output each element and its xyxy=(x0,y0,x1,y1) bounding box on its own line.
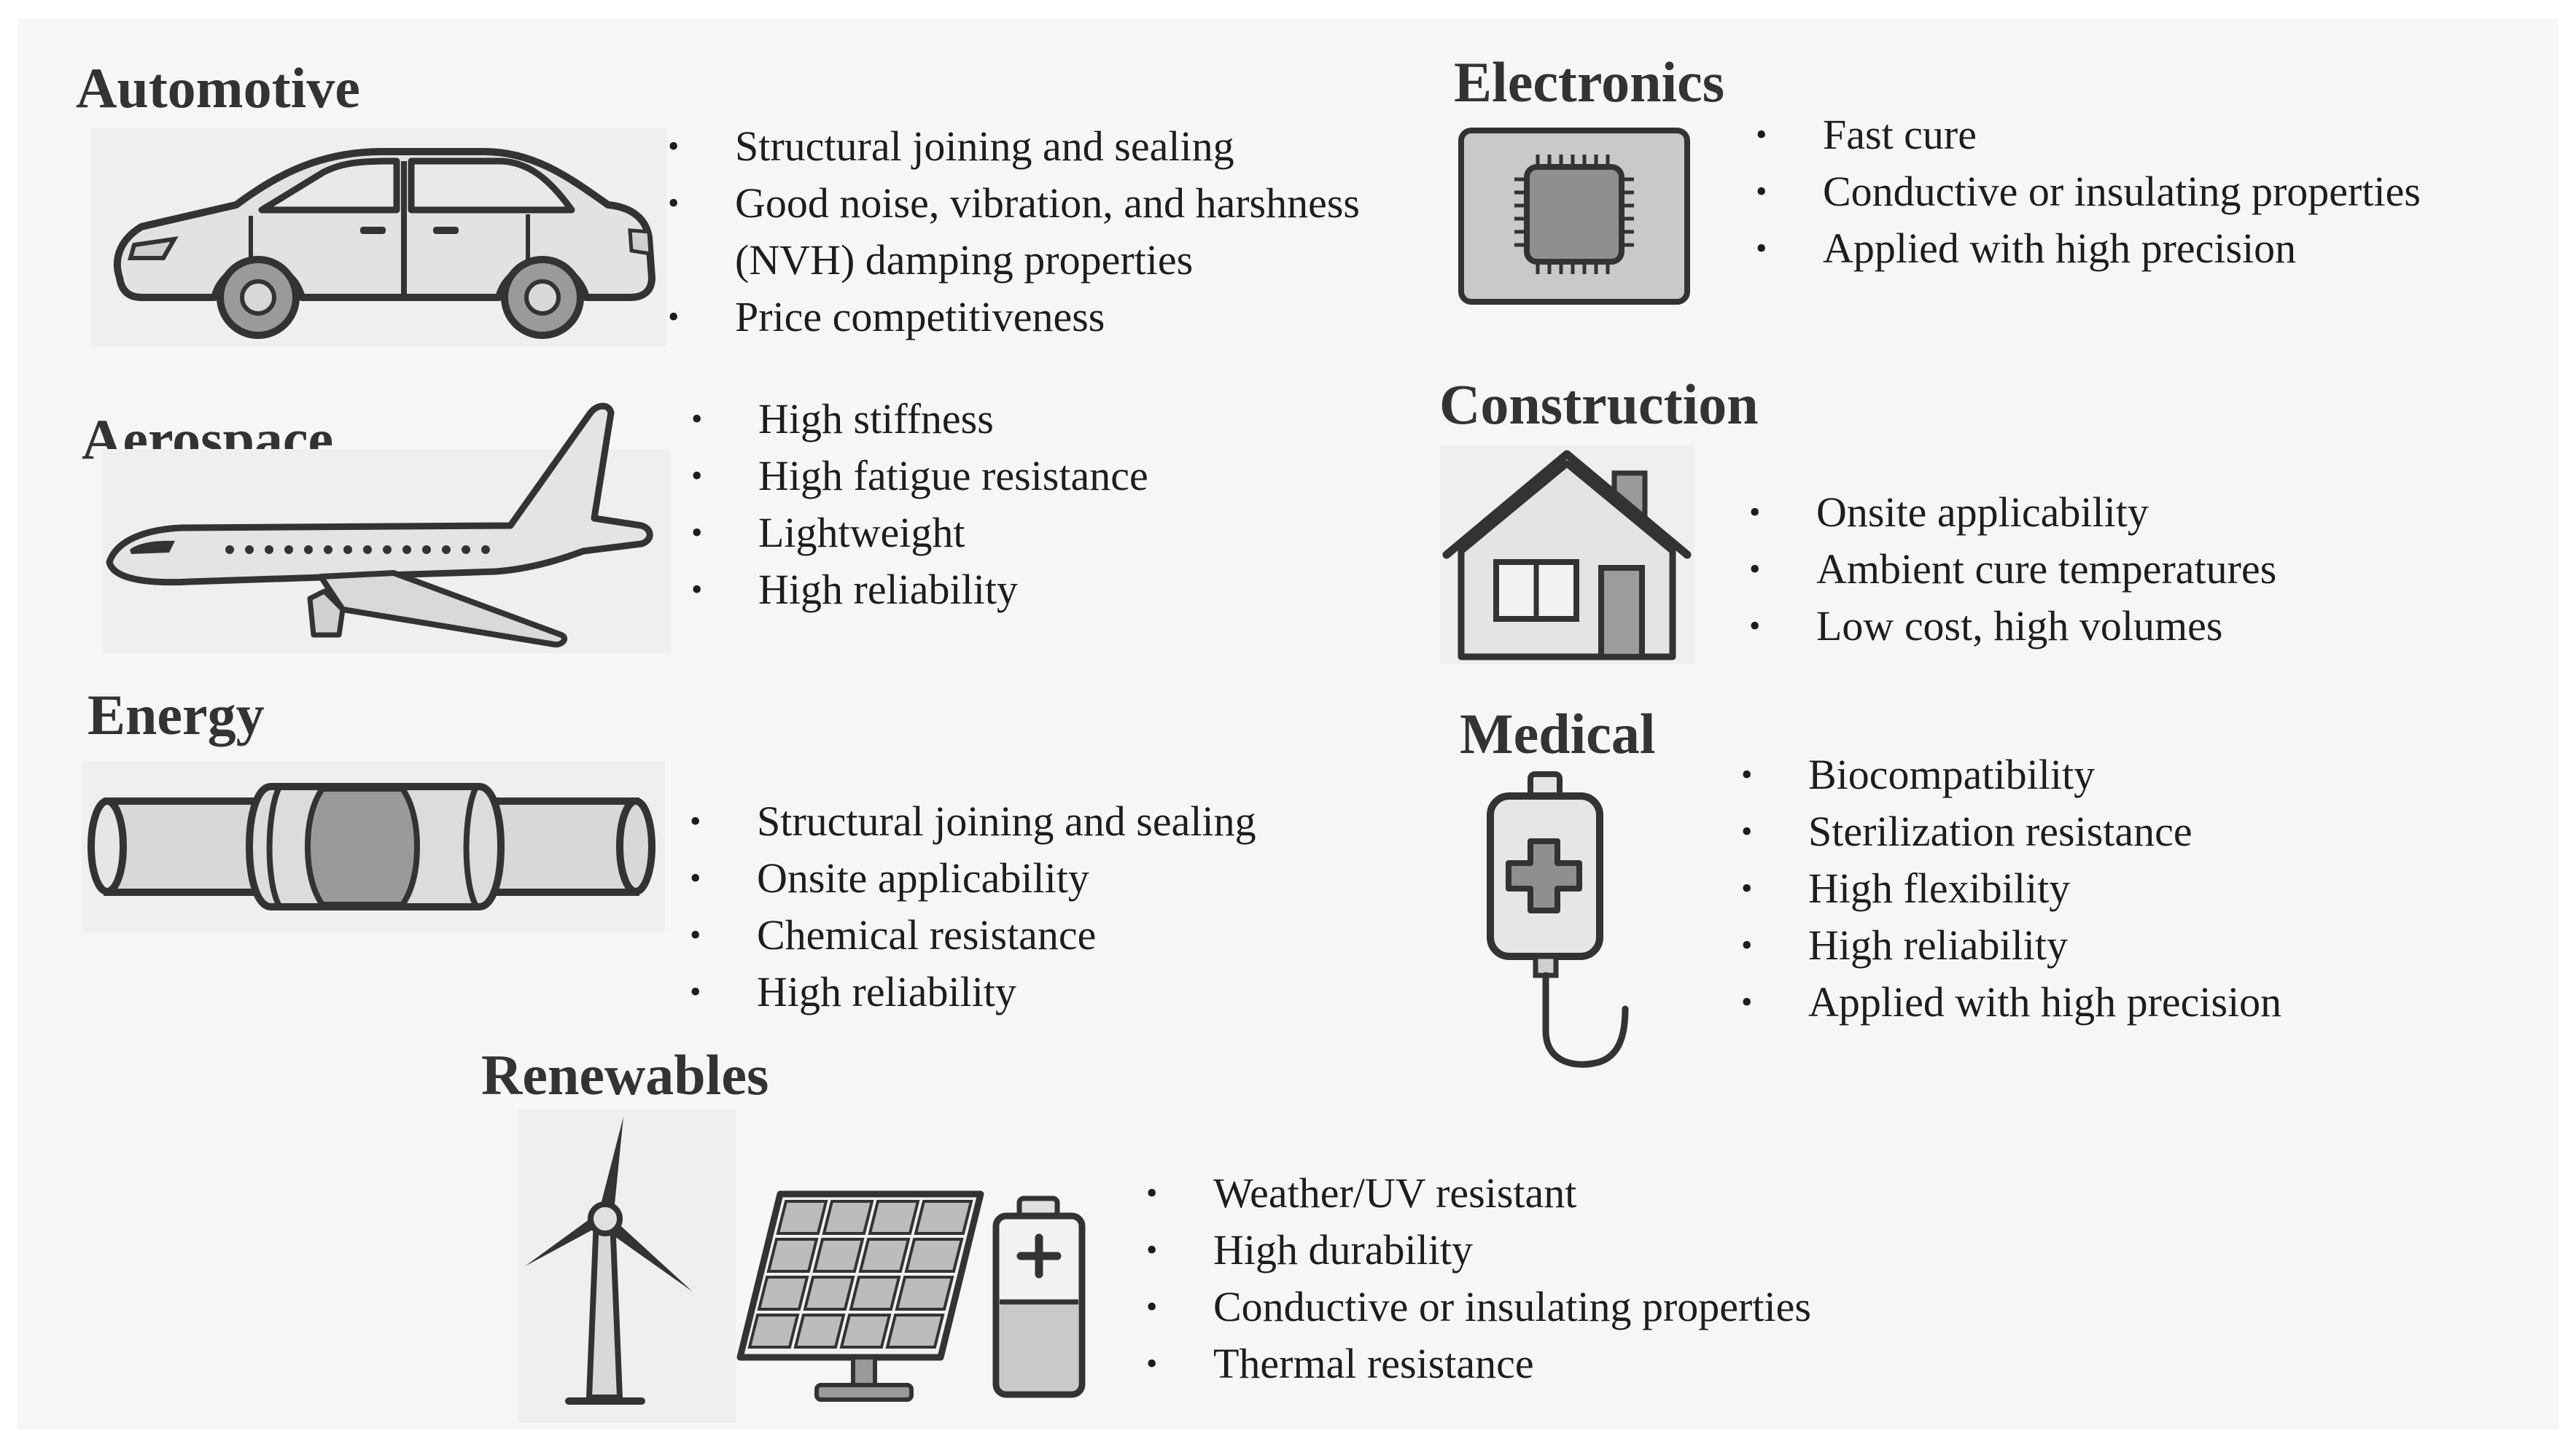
list-item: Ambient cure temperatures xyxy=(1749,541,2276,598)
renewables-title: Renewables xyxy=(481,1043,769,1107)
house-icon xyxy=(1439,445,1694,664)
car-icon xyxy=(90,128,666,347)
list-item: High reliability xyxy=(1741,917,2281,974)
construction-title: Construction xyxy=(1439,373,1759,436)
construction-list: Onsite applicability Ambient cure temper… xyxy=(1749,484,2276,655)
list-item: Price competitiveness xyxy=(668,289,1360,346)
electronics-list: Fast cure Conductive or insulating prope… xyxy=(1756,106,2421,277)
list-item: High reliability xyxy=(691,561,1148,618)
wind-turbine-icon xyxy=(518,1109,736,1423)
medical-title: Medical xyxy=(1460,702,1656,765)
electronics-title: Electronics xyxy=(1454,50,1725,114)
list-item: Good noise, vibration, and harshness xyxy=(668,175,1360,232)
list-item: Structural joining and sealing xyxy=(668,118,1360,175)
automotive-list: Structural joining and sealing Good nois… xyxy=(668,118,1360,346)
battery-icon xyxy=(992,1196,1086,1398)
list-item: Biocompatibility xyxy=(1741,746,2281,803)
list-item-continuation: (NVH) damping properties xyxy=(735,236,1194,284)
energy-list: Structural joining and sealing Onsite ap… xyxy=(690,793,1256,1021)
list-item: Structural joining and sealing xyxy=(690,793,1256,850)
solar-panel-icon xyxy=(736,1190,984,1402)
list-item: High stiffness xyxy=(691,391,1148,448)
list-item: Thermal resistance xyxy=(1146,1335,1811,1392)
energy-title: Energy xyxy=(87,683,265,746)
list-item: Sterilization resistance xyxy=(1741,803,2281,860)
iv-bag-icon xyxy=(1487,771,1629,1068)
list-item: High fatigue resistance xyxy=(691,448,1148,504)
list-item: Conductive or insulating properties xyxy=(1756,163,2421,220)
list-item: Fast cure xyxy=(1756,106,2421,163)
list-item: Applied with high precision xyxy=(1741,974,2281,1031)
medical-list: Biocompatibility Sterilization resistanc… xyxy=(1741,746,2281,1031)
list-item: Conductive or insulating properties xyxy=(1146,1279,1811,1335)
list-item: High durability xyxy=(1146,1222,1811,1279)
list-item: Onsite applicability xyxy=(690,850,1256,907)
list-item: High reliability xyxy=(690,964,1256,1021)
aerospace-list: High stiffness High fatigue resistance L… xyxy=(691,391,1148,618)
list-item: High flexibility xyxy=(1741,860,2281,917)
list-item: Chemical resistance xyxy=(690,907,1256,964)
airplane-icon xyxy=(102,402,671,653)
list-item: Onsite applicability xyxy=(1749,484,2276,541)
list-item: Low cost, high volumes xyxy=(1749,598,2276,655)
list-item: Weather/UV resistant xyxy=(1146,1165,1811,1222)
microchip-icon xyxy=(1458,128,1690,305)
renewables-list: Weather/UV resistant High durability Con… xyxy=(1146,1165,1811,1392)
diagram-canvas: Automotive Structural joining and sealin… xyxy=(17,19,2559,1430)
list-item: Lightweight xyxy=(691,504,1148,561)
automotive-title: Automotive xyxy=(76,56,360,120)
list-item: Applied with high precision xyxy=(1756,220,2421,277)
pipe-joint-icon xyxy=(82,761,665,932)
